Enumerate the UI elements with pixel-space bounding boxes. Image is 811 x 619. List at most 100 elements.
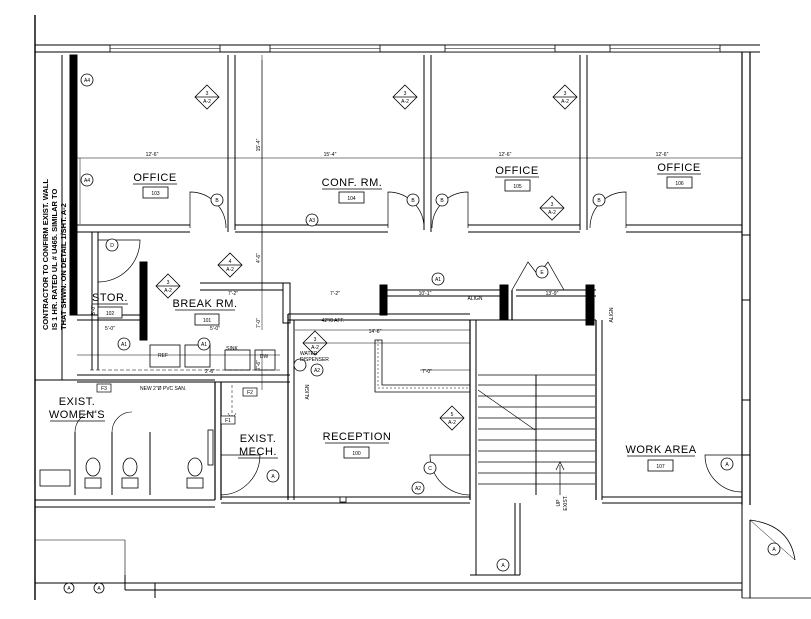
svg-text:F3: F3 <box>101 386 107 392</box>
svg-text:3: 3 <box>551 202 554 208</box>
wall-rating-note: CONTRACTOR TO CONFIRM EXIST. WALL IS 1 H… <box>41 179 68 330</box>
room-name: WORK AREA <box>625 444 696 456</box>
svg-text:A4: A4 <box>84 178 90 184</box>
room-number: 106 <box>675 181 684 187</box>
room-number: 102 <box>106 311 115 317</box>
svg-text:A2: A2 <box>415 486 421 492</box>
svg-text:4: 4 <box>229 259 232 265</box>
svg-text:5'-0": 5'-0" <box>91 305 97 315</box>
tag-a-3: A <box>767 542 781 556</box>
tag-a1-1: A1 <box>431 272 445 286</box>
svg-text:E: E <box>540 270 544 276</box>
svg-text:REF: REF <box>158 353 168 359</box>
tag-b-2: B <box>406 193 420 207</box>
svg-text:A: A <box>271 474 275 480</box>
svg-text:2'-6": 2'-6" <box>205 369 215 375</box>
exterior-walls <box>34 15 811 600</box>
tag-e: E <box>535 265 549 279</box>
room-office-103: OFFICE 103 <box>133 172 177 199</box>
tag-a2-1: A2 <box>310 363 324 377</box>
section-marker: 3 A-2 <box>194 84 220 110</box>
tag-c: C <box>423 461 437 475</box>
svg-text:A3: A3 <box>309 218 315 224</box>
annotations: ALIGN ALIGN ALIGN 42"/0 AFF. WATER DISPE… <box>140 296 615 511</box>
svg-text:3: 3 <box>314 337 317 343</box>
svg-text:A-2: A-2 <box>226 267 234 273</box>
room-number: 105 <box>513 184 522 190</box>
svg-text:12'-6": 12'-6" <box>146 152 159 158</box>
svg-text:A-2: A-2 <box>311 345 319 351</box>
note-line-1: CONTRACTOR TO CONFIRM EXIST. WALL <box>41 179 50 330</box>
dimension-labels: 12'-6" 15'-4" 12'-6" 12'-6" 15'-4" 4'-6"… <box>91 138 669 375</box>
svg-text:10'-1": 10'-1" <box>419 291 432 297</box>
section-markers: 3 A-2 3 A-2 3 A-2 3 A-2 3 A-2 4 A-2 <box>155 84 578 431</box>
tag-a2-2: A2 <box>411 481 425 495</box>
tag-a-2: A <box>720 457 734 471</box>
svg-text:A2: A2 <box>314 368 320 374</box>
svg-text:B: B <box>597 198 601 204</box>
svg-text:A: A <box>501 563 505 569</box>
svg-text:42"/0 AFF.: 42"/0 AFF. <box>322 318 345 324</box>
room-name-line1: EXIST. <box>59 396 96 408</box>
svg-text:UP: UP <box>556 499 562 507</box>
room-number: 104 <box>347 196 356 202</box>
room-number: 100 <box>352 451 361 457</box>
svg-text:A1: A1 <box>435 277 441 283</box>
section-marker: 3 A-2 <box>392 84 418 110</box>
svg-text:DISPENSER: DISPENSER <box>300 357 329 363</box>
svg-text:12'-6": 12'-6" <box>499 152 512 158</box>
stairs <box>477 374 595 495</box>
svg-text:A1: A1 <box>201 342 207 348</box>
room-name: BREAK RM. <box>172 298 237 310</box>
room-name: CONF. RM. <box>322 177 383 189</box>
svg-text:A-2: A-2 <box>448 420 456 426</box>
section-marker: 3 A-2 <box>539 195 565 221</box>
svg-text:14'-6": 14'-6" <box>369 329 382 335</box>
svg-text:4'-6": 4'-6" <box>256 253 262 263</box>
svg-text:B: B <box>440 198 444 204</box>
svg-text:WATER: WATER <box>300 351 318 357</box>
svg-text:ALIGN: ALIGN <box>609 307 615 322</box>
room-conf-104: CONF. RM. 104 <box>322 177 383 204</box>
svg-text:3: 3 <box>167 280 170 286</box>
interior-walls <box>35 232 743 576</box>
tag-a-5: A <box>63 582 75 594</box>
svg-text:C: C <box>428 466 432 472</box>
section-marker: 3 A-2 <box>155 273 181 299</box>
room-office-105: OFFICE 105 <box>495 165 539 192</box>
svg-text:A-2: A-2 <box>164 288 172 294</box>
svg-text:B: B <box>215 198 219 204</box>
room-name-line1: EXIST. <box>240 433 277 445</box>
svg-text:15'-4": 15'-4" <box>324 152 337 158</box>
tag-b-3: B <box>435 193 449 207</box>
svg-text:7'-6": 7'-6" <box>256 360 262 370</box>
svg-text:3: 3 <box>206 91 209 97</box>
section-marker: 3 A-2 <box>552 84 578 110</box>
svg-text:D: D <box>110 243 114 249</box>
section-marker: 4 A-2 <box>217 252 243 278</box>
svg-text:5: 5 <box>451 412 454 418</box>
room-name: OFFICE <box>657 162 700 174</box>
svg-text:7'-2": 7'-2" <box>228 291 238 297</box>
tag-d: D <box>105 238 119 252</box>
svg-text:A-2: A-2 <box>561 99 569 105</box>
room-name: OFFICE <box>133 172 176 184</box>
room-name: RECEPTION <box>323 431 392 443</box>
svg-text:A-2: A-2 <box>548 210 556 216</box>
tag-a1-3: A1 <box>197 337 211 351</box>
room-exist-womens: EXIST. WOMEN'S <box>49 396 105 422</box>
room-name-line2: WOMEN'S <box>49 409 105 421</box>
section-marker: 3 A-2 <box>302 330 328 356</box>
svg-text:EXIST.: EXIST. <box>563 495 569 510</box>
dimension-lines <box>77 60 470 421</box>
svg-text:F1: F1 <box>225 418 231 424</box>
svg-text:7'-2": 7'-2" <box>330 291 340 297</box>
svg-text:A: A <box>772 547 776 553</box>
svg-text:A-2: A-2 <box>203 99 211 105</box>
tag-a-1: A <box>266 469 280 483</box>
fixtures <box>39 344 347 503</box>
svg-text:B: B <box>411 198 415 204</box>
room-labels: OFFICE 103 CONF. RM. 104 OFFICE 105 OFFI… <box>49 162 701 472</box>
svg-text:ALIGN: ALIGN <box>467 296 482 302</box>
